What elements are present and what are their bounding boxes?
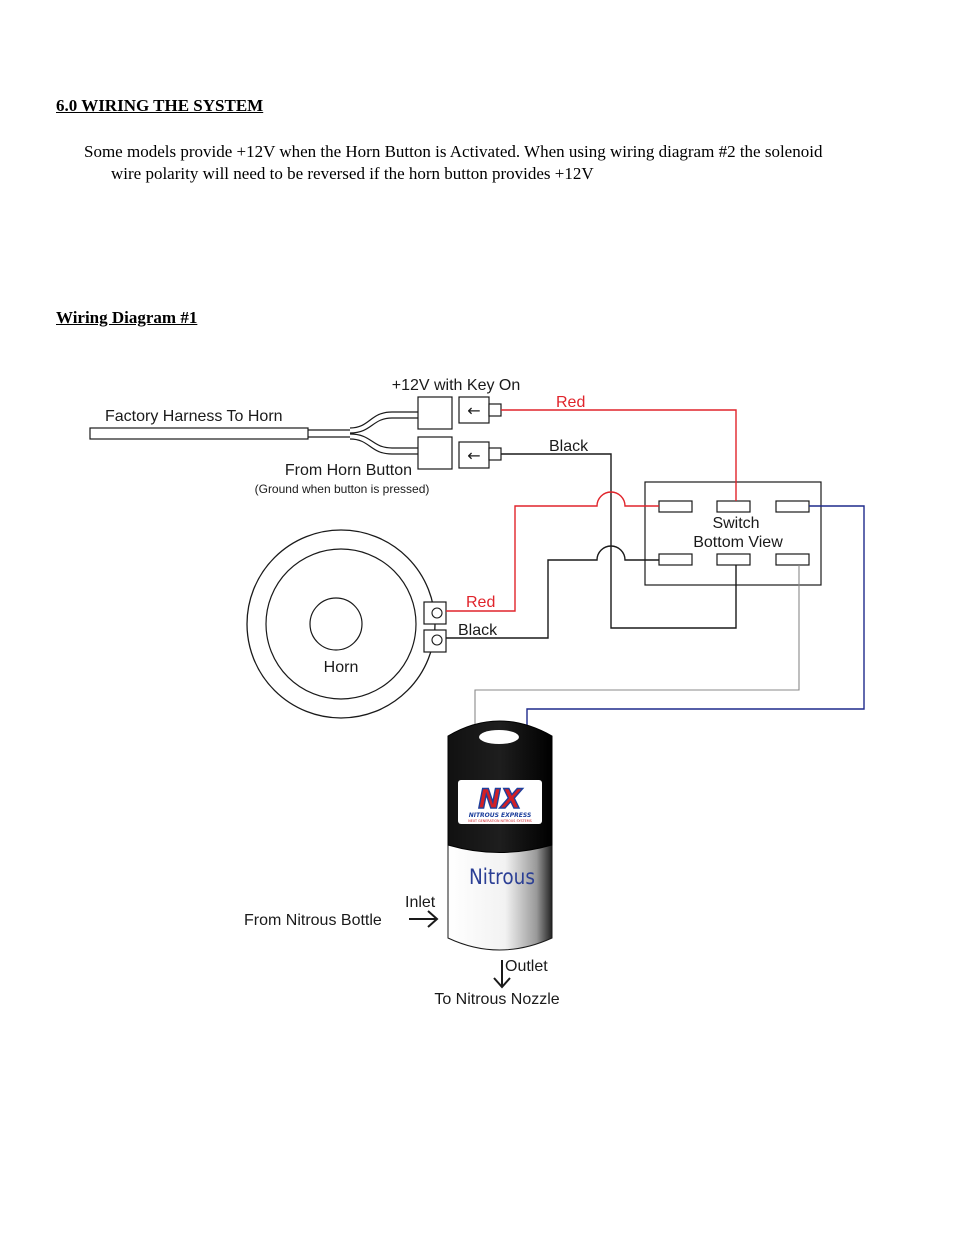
switch-view-label: Bottom View <box>693 534 783 551</box>
switch-terminal <box>775 553 810 566</box>
to-nozzle-label: To Nitrous Nozzle <box>434 991 559 1008</box>
black-wire-horn <box>446 545 659 639</box>
switch-terminal <box>658 500 693 513</box>
wires <box>446 409 865 725</box>
horn-label: Horn <box>324 659 359 676</box>
connector-key-on: ← <box>417 396 502 430</box>
nitrous-label: Nitrous <box>469 865 535 889</box>
intro-paragraph: Some models provide +12V when the Horn B… <box>84 141 914 185</box>
horn <box>246 529 447 719</box>
switch-terminal <box>658 553 693 566</box>
solenoid-wire-gray <box>474 565 800 725</box>
from-bottle-label: From Nitrous Bottle <box>244 912 382 929</box>
nitrous-solenoid: NX NITROUS EXPRESS NEXT GENERATION NITRO… <box>447 720 553 951</box>
outlet-label: Outlet <box>505 958 548 975</box>
section-heading: 6.0 WIRING THE SYSTEM <box>56 96 264 115</box>
inlet-label: Inlet <box>405 894 436 911</box>
key-on-label: +12V with Key On <box>392 377 521 394</box>
switch-terminal <box>716 553 751 566</box>
switch-terminal <box>775 500 810 513</box>
red-wire-key-on <box>501 409 737 501</box>
outlet-arrow-icon <box>493 960 511 989</box>
solenoid-wire-blue <box>526 505 865 725</box>
svg-text:NX: NX <box>478 784 523 815</box>
horn-black-label: Black <box>458 622 498 639</box>
black-wire-label: Black <box>549 438 589 455</box>
switch-terminal <box>716 500 751 513</box>
horn-red-label: Red <box>466 594 495 611</box>
arrow-left-icon: ← <box>467 446 480 465</box>
black-wire-horn-button <box>501 453 737 629</box>
arrow-left-icon: ← <box>467 401 480 420</box>
switch <box>644 481 822 586</box>
horn-button-label: From Horn Button <box>285 462 412 479</box>
switch-label: Switch <box>712 515 759 532</box>
intro-paragraph-line-2: wire polarity will need to be reversed i… <box>111 164 594 183</box>
red-wire-label: Red <box>556 394 585 411</box>
red-wire-horn <box>446 491 659 612</box>
svg-text:NITROUS EXPRESS: NITROUS EXPRESS <box>469 812 532 819</box>
inlet-arrow-icon <box>409 910 439 928</box>
ground-note: (Ground when button is pressed) <box>255 482 430 496</box>
connector-horn-button: ← <box>417 436 502 470</box>
nx-logo: NX NITROUS EXPRESS NEXT GENERATION NITRO… <box>458 780 542 824</box>
intro-paragraph-line-1: Some models provide +12V when the Horn B… <box>84 142 823 161</box>
svg-text:NEXT GENERATION NITROUS SYSTEM: NEXT GENERATION NITROUS SYSTEMS <box>468 819 531 823</box>
factory-harness-cable <box>89 411 418 455</box>
factory-harness-label: Factory Harness To Horn <box>105 408 283 425</box>
diagram-heading: Wiring Diagram #1 <box>56 308 198 327</box>
